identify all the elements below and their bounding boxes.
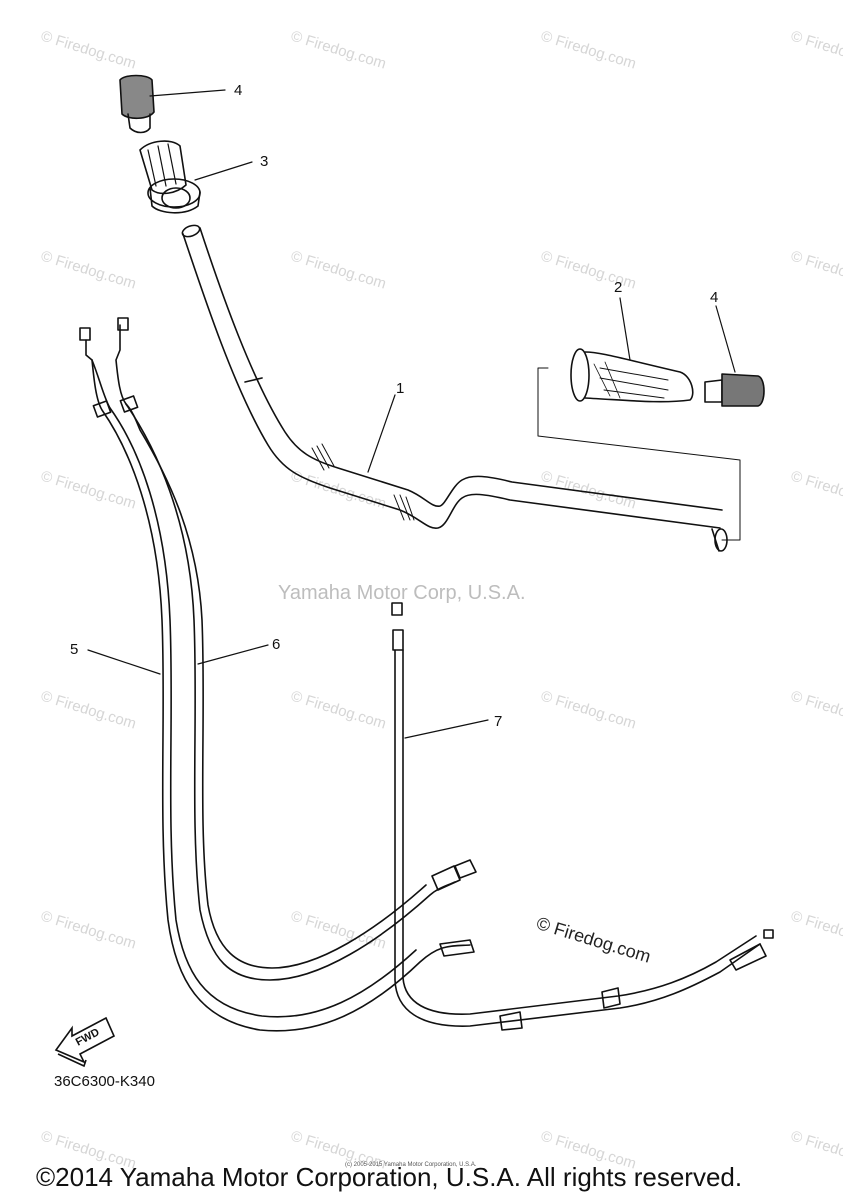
watermark-text: © Firedog.com <box>539 28 638 73</box>
callout-4-top: 4 <box>234 82 242 99</box>
callout-3: 3 <box>260 153 268 170</box>
watermark-text: © Firedog.com <box>39 248 138 293</box>
watermark-text: © Firedog.com <box>39 688 138 733</box>
watermark-text: © Firedog.com <box>289 688 388 733</box>
left-grip <box>570 348 694 403</box>
cable-7 <box>391 602 774 1031</box>
watermark-text: © Firedog.com <box>289 248 388 293</box>
small-copyright-notice: (c) 2005-2015 Yamaha Motor Corporation, … <box>345 1162 477 1168</box>
watermark-text: © Firedog.com <box>539 688 638 733</box>
callout-1: 1 <box>396 380 404 397</box>
callout-labels: 4 3 2 4 1 5 6 7 <box>70 82 718 730</box>
watermark-text: © Firedog.com <box>789 688 843 733</box>
watermark-text: © Firedog.com <box>789 468 843 513</box>
corp-watermark: Yamaha Motor Corp, U.S.A. <box>278 582 526 604</box>
footer-copyright: ©2014 Yamaha Motor Corporation, U.S.A. A… <box>36 1162 743 1192</box>
watermark-text: © Firedog.com <box>289 908 388 953</box>
grip-end-top <box>119 74 155 134</box>
callout-4-right: 4 <box>710 289 718 306</box>
watermark-text: © Firedog.com <box>789 1128 843 1173</box>
grip-end-right <box>704 373 765 407</box>
fwd-arrow-icon: FWD <box>54 1016 116 1068</box>
callout-6: 6 <box>272 636 280 653</box>
watermark-text: © Firedog.com <box>789 28 843 73</box>
watermark-text: © Firedog.com <box>789 248 843 293</box>
throttle-grip-assembly <box>139 140 201 214</box>
callout-5: 5 <box>70 641 78 658</box>
watermark-text: © Firedog.com <box>39 908 138 953</box>
callout-7: 7 <box>494 713 502 730</box>
cable-6 <box>115 317 477 981</box>
callout-2: 2 <box>614 279 622 296</box>
cable-5 <box>79 327 471 1032</box>
watermark-text: © Firedog.com <box>289 28 388 73</box>
watermark-text: © Firedog.com <box>39 468 138 513</box>
handlebar <box>181 224 728 552</box>
watermark-text: © Firedog.com <box>539 248 638 293</box>
watermark-text: © Firedog.com <box>39 28 138 73</box>
watermark-text: © Firedog.com <box>789 908 843 953</box>
leader-lines <box>87 89 736 739</box>
diagram-part-number: 36C6300-K340 <box>54 1073 155 1090</box>
